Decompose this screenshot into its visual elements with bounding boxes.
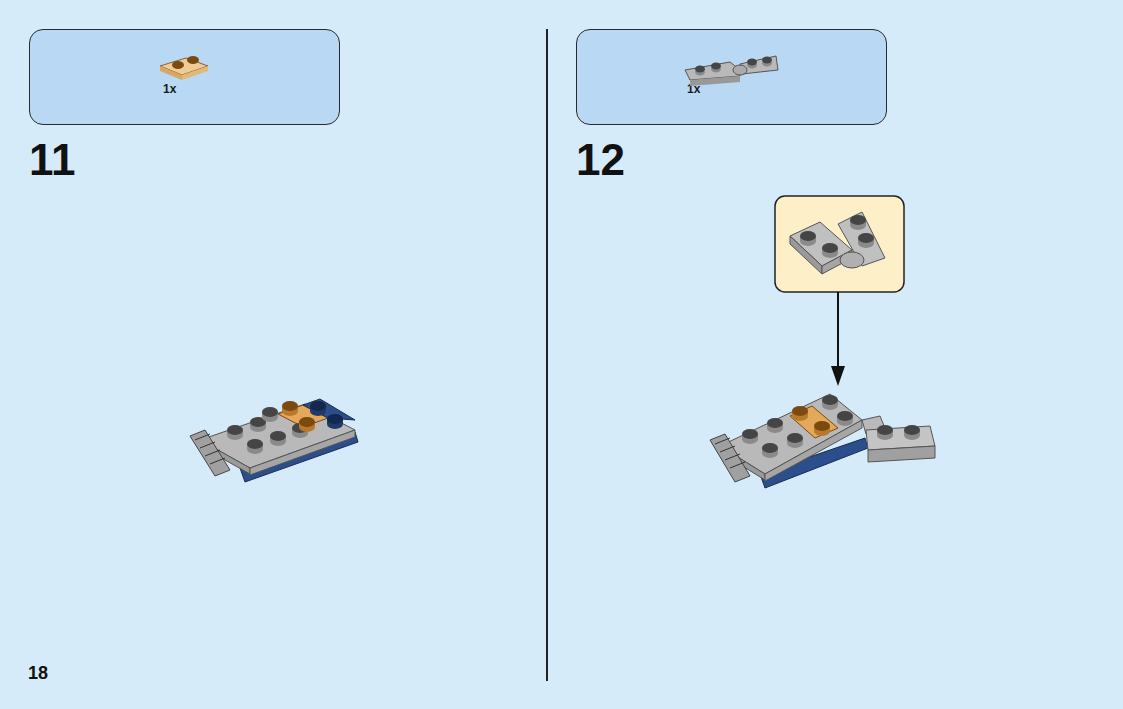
- sub-callout: [775, 196, 904, 386]
- tan-plate: [160, 56, 208, 80]
- model-step-12: [710, 394, 935, 488]
- divider: [546, 29, 548, 681]
- hinge-plate: [685, 56, 778, 86]
- page-number: 18: [28, 664, 48, 682]
- parts-box: 1x: [576, 29, 887, 125]
- step-number: 11: [29, 138, 76, 182]
- parts-box: 1x: [29, 29, 340, 125]
- model-step-11: [190, 399, 358, 482]
- quantity: 1x: [163, 82, 176, 96]
- step-number: 12: [576, 138, 625, 182]
- quantity: 1x: [687, 82, 700, 96]
